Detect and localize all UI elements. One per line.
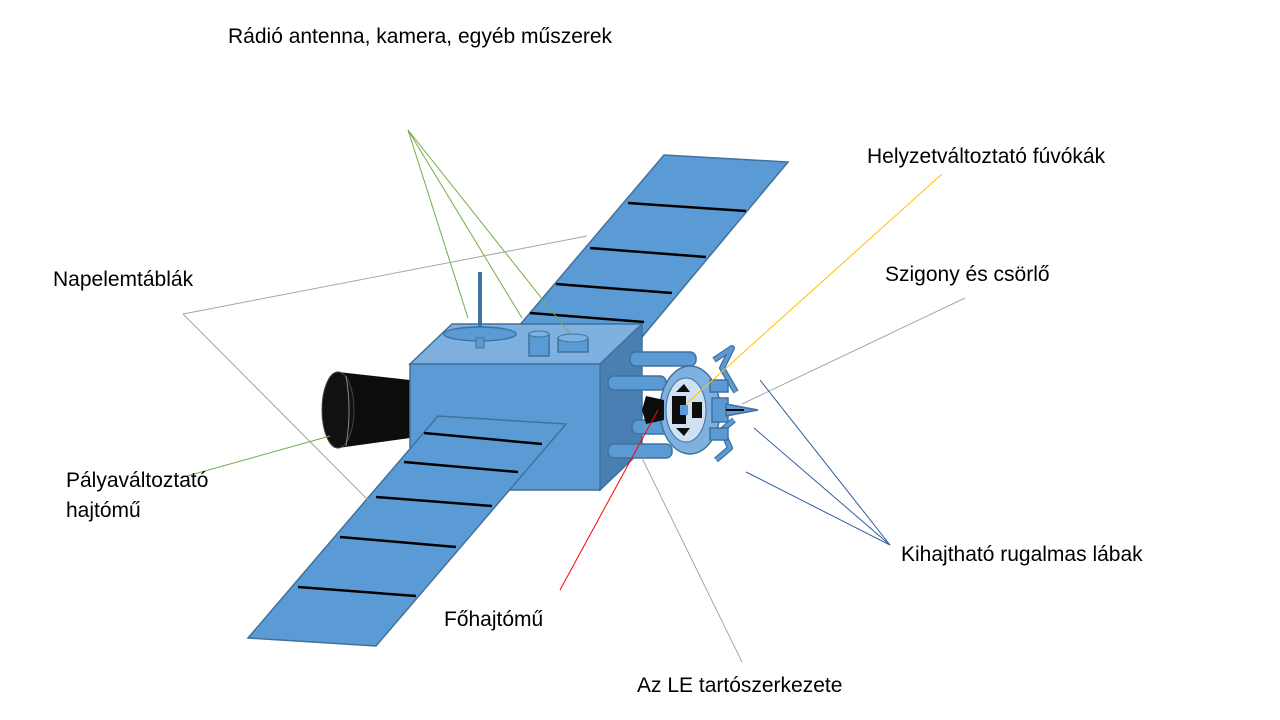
leader-radio-3 (407, 129, 571, 335)
leader-nap-2 (182, 313, 369, 501)
leader-lines (179, 129, 966, 663)
leader-kihaj-2 (753, 427, 891, 546)
leader-palya (179, 435, 331, 479)
leader-helyzet (685, 173, 943, 405)
attitude-thrusters (642, 384, 702, 436)
label-deployable-legs: Kihajtható rugalmas lábak (901, 543, 1143, 566)
label-orbit-engine-line2: hajtómű (66, 499, 141, 522)
solar-panel-lower (246, 415, 568, 647)
leader-radio-2 (407, 129, 523, 319)
leader-kihaj-1 (759, 379, 891, 546)
leader-radio-1 (407, 129, 469, 319)
label-orbit-engine: Pályaváltoztató hajtómű (66, 466, 266, 526)
leader-kihaj-3 (745, 471, 891, 546)
harpoon (711, 397, 759, 423)
leader-le (641, 457, 743, 663)
label-attitude-thrusters: Helyzetváltoztató fúvókák (867, 145, 1106, 168)
label-instruments: Rádió antenna, kamera, egyéb műszerek (228, 25, 613, 48)
label-harpoon: Szigony és csörlő (885, 263, 1050, 286)
orbit-change-engine (321, 371, 410, 449)
label-lander-structure: Az LE tartószerkezete (637, 674, 843, 697)
leader-fo (559, 409, 659, 591)
label-solar-panels: Napelemtáblák (53, 268, 194, 291)
leader-nap-1 (182, 235, 588, 315)
instruments (443, 272, 589, 357)
solar-panel-upper (488, 154, 790, 367)
label-main-engine: Főhajtómű (444, 608, 544, 631)
label-orbit-engine-line1: Pályaváltoztató (66, 469, 209, 492)
deployable-legs (709, 345, 739, 463)
leader-szigony (741, 297, 966, 405)
